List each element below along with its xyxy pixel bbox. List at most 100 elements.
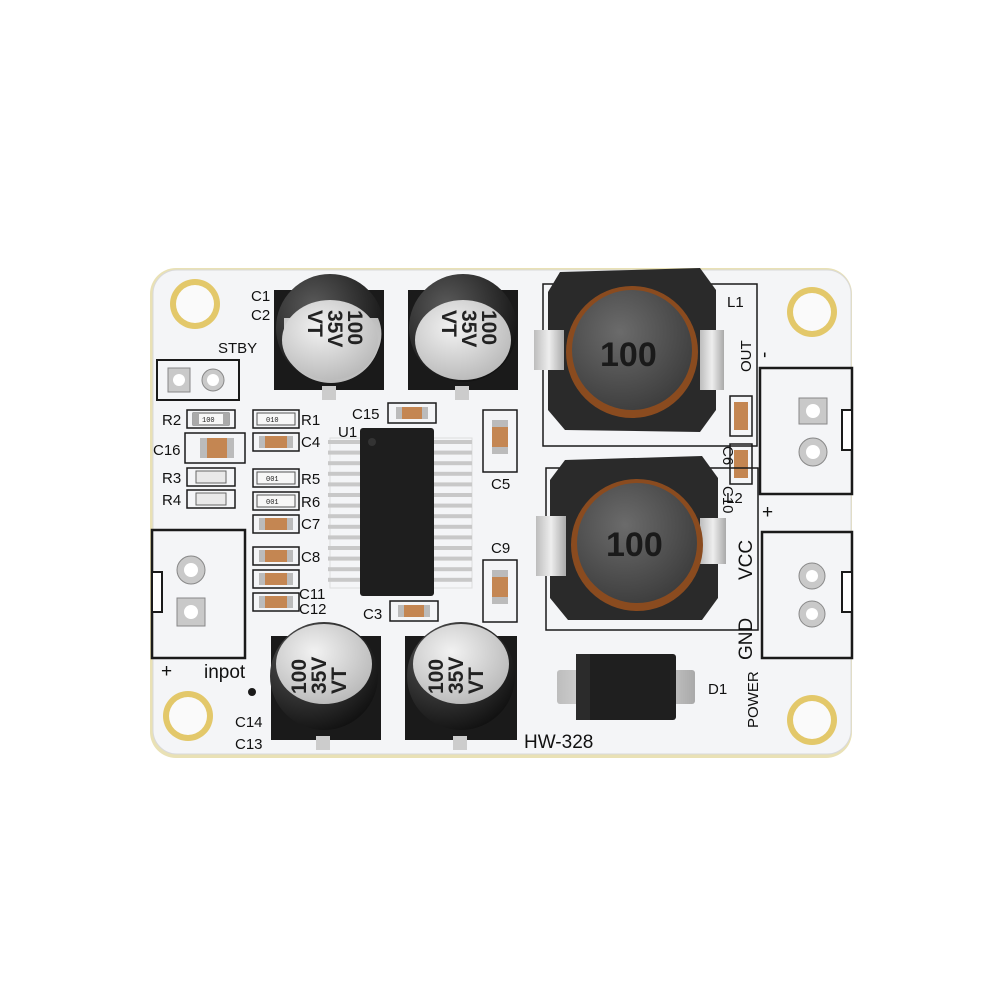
stby-header [156, 359, 240, 401]
ic-pin [328, 524, 362, 529]
label-r6: R6 [301, 494, 320, 511]
smd-components-center [387, 395, 753, 623]
ic-pin [432, 577, 472, 582]
ic-pin [328, 450, 362, 455]
label-d1: D1 [708, 681, 727, 698]
svg-text:35V: 35V [445, 657, 468, 694]
inductor-l1 [534, 268, 758, 447]
ic-pin [328, 493, 362, 497]
ic-pin [328, 471, 362, 476]
r2-marking: 100 [202, 417, 215, 425]
input-connector [150, 528, 247, 660]
label-r5: R5 [301, 471, 320, 488]
label-c3: C3 [363, 606, 382, 623]
label-output-plus: + [762, 502, 773, 523]
electrolytic-capacitor-top-right [408, 274, 518, 400]
ic-pin [328, 546, 362, 550]
label-c4: C4 [301, 434, 320, 451]
ic-pin [432, 440, 472, 444]
r5-marking: 001 [266, 476, 279, 484]
l2-value: 100 [606, 526, 663, 564]
ic-pin [432, 461, 472, 466]
ic-pin [432, 450, 472, 455]
cap-c2-markings: 100 35V VT [437, 310, 500, 347]
svg-text:100: 100 [425, 659, 448, 694]
label-stby: STBY [218, 340, 257, 357]
label-c16: C16 [153, 442, 181, 459]
label-c2: C2 [251, 307, 270, 324]
ic-pin [328, 556, 362, 561]
label-r4: R4 [162, 492, 181, 509]
label-input: inpot [204, 662, 246, 683]
label-c6: C6 [719, 446, 736, 465]
ic-pins [328, 440, 472, 582]
label-c11: C11 [299, 586, 325, 603]
electrolytic-capacitor-c1-c2 [274, 274, 384, 400]
l1-value: 100 [600, 336, 657, 374]
diode-d1 [557, 654, 695, 720]
ic-pin [328, 567, 362, 572]
label-output-minus: - [754, 352, 775, 358]
svg-text:VT: VT [328, 667, 351, 694]
label-l2: L2 [726, 490, 743, 507]
label-c15: C15 [352, 406, 380, 423]
inductor-l2 [536, 456, 759, 631]
r1-marking: 010 [266, 417, 279, 425]
output-connector [758, 366, 854, 496]
ic-pin [432, 471, 472, 476]
label-c1: C1 [251, 288, 270, 305]
svg-text:35V: 35V [308, 657, 331, 694]
ic-pin [432, 535, 472, 540]
cap-c14-markings: 100 35V VT [288, 657, 351, 694]
ic-pin [328, 503, 362, 508]
ic-pin [432, 556, 472, 561]
label-l1: L1 [727, 294, 744, 311]
svg-text:100: 100 [343, 310, 366, 345]
input-dot [248, 688, 256, 696]
ic-pin [432, 524, 472, 529]
ic-pin [432, 514, 472, 519]
r6-marking: 001 [266, 499, 279, 507]
ic-pin [432, 482, 472, 487]
electrolytic-capacitor-bottom-right [405, 622, 517, 750]
svg-text:VT: VT [465, 667, 488, 694]
cap-c13-markings: 100 35V VT [425, 657, 488, 694]
ic-pin [328, 535, 362, 540]
label-c8: C8 [301, 549, 320, 566]
label-c10: C10 [719, 486, 736, 514]
svg-text:VT: VT [437, 310, 460, 337]
ic-pin [432, 546, 472, 550]
ic-pin [432, 567, 472, 572]
label-r2: R2 [162, 412, 181, 429]
label-c12: C12 [299, 601, 327, 618]
label-vcc: VCC [736, 540, 757, 580]
svg-text:VT: VT [303, 310, 326, 337]
electrolytic-capacitor-c13-c14 [270, 622, 381, 750]
label-c7: C7 [301, 516, 320, 533]
ic-pin [328, 482, 362, 487]
label-c9: C9 [491, 540, 510, 557]
ic-pin [328, 577, 362, 582]
label-r3: R3 [162, 470, 181, 487]
ic-pin [328, 440, 362, 444]
smd-components-left [184, 409, 300, 612]
svg-text:100: 100 [477, 310, 500, 345]
label-out: OUT [738, 340, 755, 372]
ic-pin [328, 514, 362, 519]
board-model-label: HW-328 [524, 732, 593, 753]
mounting-holes [163, 279, 837, 745]
ic-pin [432, 493, 472, 497]
label-u1: U1 [338, 424, 357, 441]
label-power: POWER [745, 671, 762, 728]
cap-c1-markings: 100 35V VT [303, 310, 366, 347]
svg-text:35V: 35V [323, 310, 346, 347]
label-c5: C5 [491, 476, 510, 493]
label-r1: R1 [301, 412, 320, 429]
ic-pin [432, 503, 472, 508]
svg-text:100: 100 [288, 659, 311, 694]
label-input-plus: + [161, 661, 172, 682]
label-c14: C14 [235, 714, 263, 731]
ic-pin [328, 461, 362, 466]
power-connector [760, 530, 854, 660]
